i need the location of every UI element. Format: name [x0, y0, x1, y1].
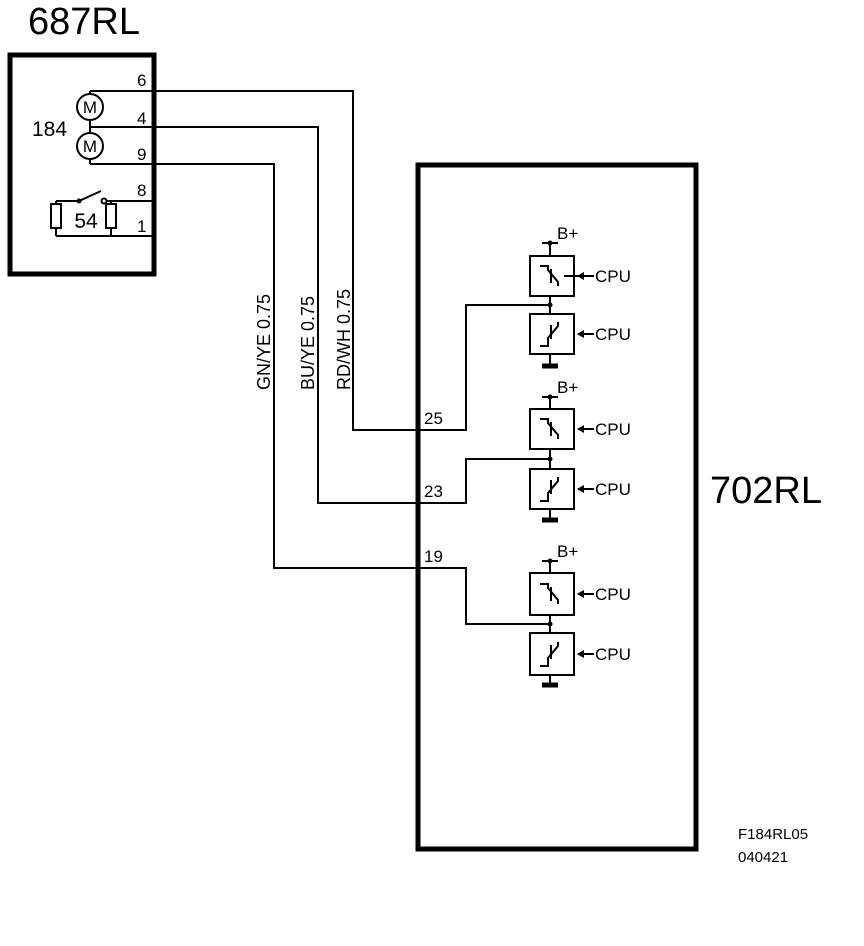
pin-1-label: 1: [137, 217, 146, 236]
figure-code: F184RL05: [738, 826, 808, 843]
cpu-label: CPU: [595, 267, 631, 286]
pin-19-label: 19: [424, 547, 443, 566]
motor-icon: M: [76, 93, 104, 121]
low-side-switch: [529, 468, 575, 510]
half-bridge-driver-2: B+ CPU CPU: [529, 378, 631, 523]
cpu-label: CPU: [595, 325, 631, 344]
module-687rl-internal-wiring: [89, 90, 154, 165]
cpu-label: CPU: [595, 480, 631, 499]
pin-8-label: 8: [137, 181, 146, 200]
wire-bu-ye: [154, 126, 418, 504]
pin-19-trace: [418, 567, 550, 625]
supply-label: B+: [557, 542, 578, 561]
cpu-label: CPU: [595, 645, 631, 664]
cpu-label: CPU: [595, 585, 631, 604]
pin-23-label: 23: [424, 482, 443, 501]
component-ref-184: 184: [32, 118, 67, 141]
module-702rl-title: 702RL: [710, 470, 822, 512]
switch-ref-54: 54: [74, 210, 98, 233]
pin-23-trace: [418, 458, 550, 504]
wire-label-rd-wh: RD/WH 0.75: [334, 289, 354, 390]
figure-date: 040421: [738, 849, 788, 866]
pin-6-label: 6: [137, 71, 146, 90]
motor-icon: M: [76, 132, 104, 160]
supply-label: B+: [557, 378, 578, 397]
wire-label-bu-ye: BU/YE 0.75: [298, 296, 318, 390]
high-side-switch: [529, 408, 575, 450]
module-687rl-title: 687RL: [28, 1, 140, 43]
wire-gn-ye: [154, 163, 418, 569]
cpu-label: CPU: [595, 420, 631, 439]
supply-label: B+: [557, 224, 578, 243]
half-bridge-driver-1: B+ CPU CPU: [529, 224, 631, 369]
pin-25-label: 25: [424, 409, 443, 428]
wire-label-gn-ye: GN/YE 0.75: [254, 294, 274, 390]
pin-9-label: 9: [137, 145, 146, 164]
low-side-switch: [529, 313, 575, 355]
svg-text:M: M: [83, 137, 97, 156]
switch-54: 54: [50, 190, 154, 237]
svg-text:M: M: [83, 98, 97, 117]
pin-4-label: 4: [137, 109, 146, 128]
wire-rd-wh: [154, 90, 418, 431]
low-side-switch: [529, 632, 575, 676]
module-702rl-box: [415, 162, 699, 852]
half-bridge-driver-3: B+ CPU CPU: [529, 542, 631, 688]
high-side-switch: [529, 572, 575, 616]
pin-25-trace: [418, 304, 550, 431]
